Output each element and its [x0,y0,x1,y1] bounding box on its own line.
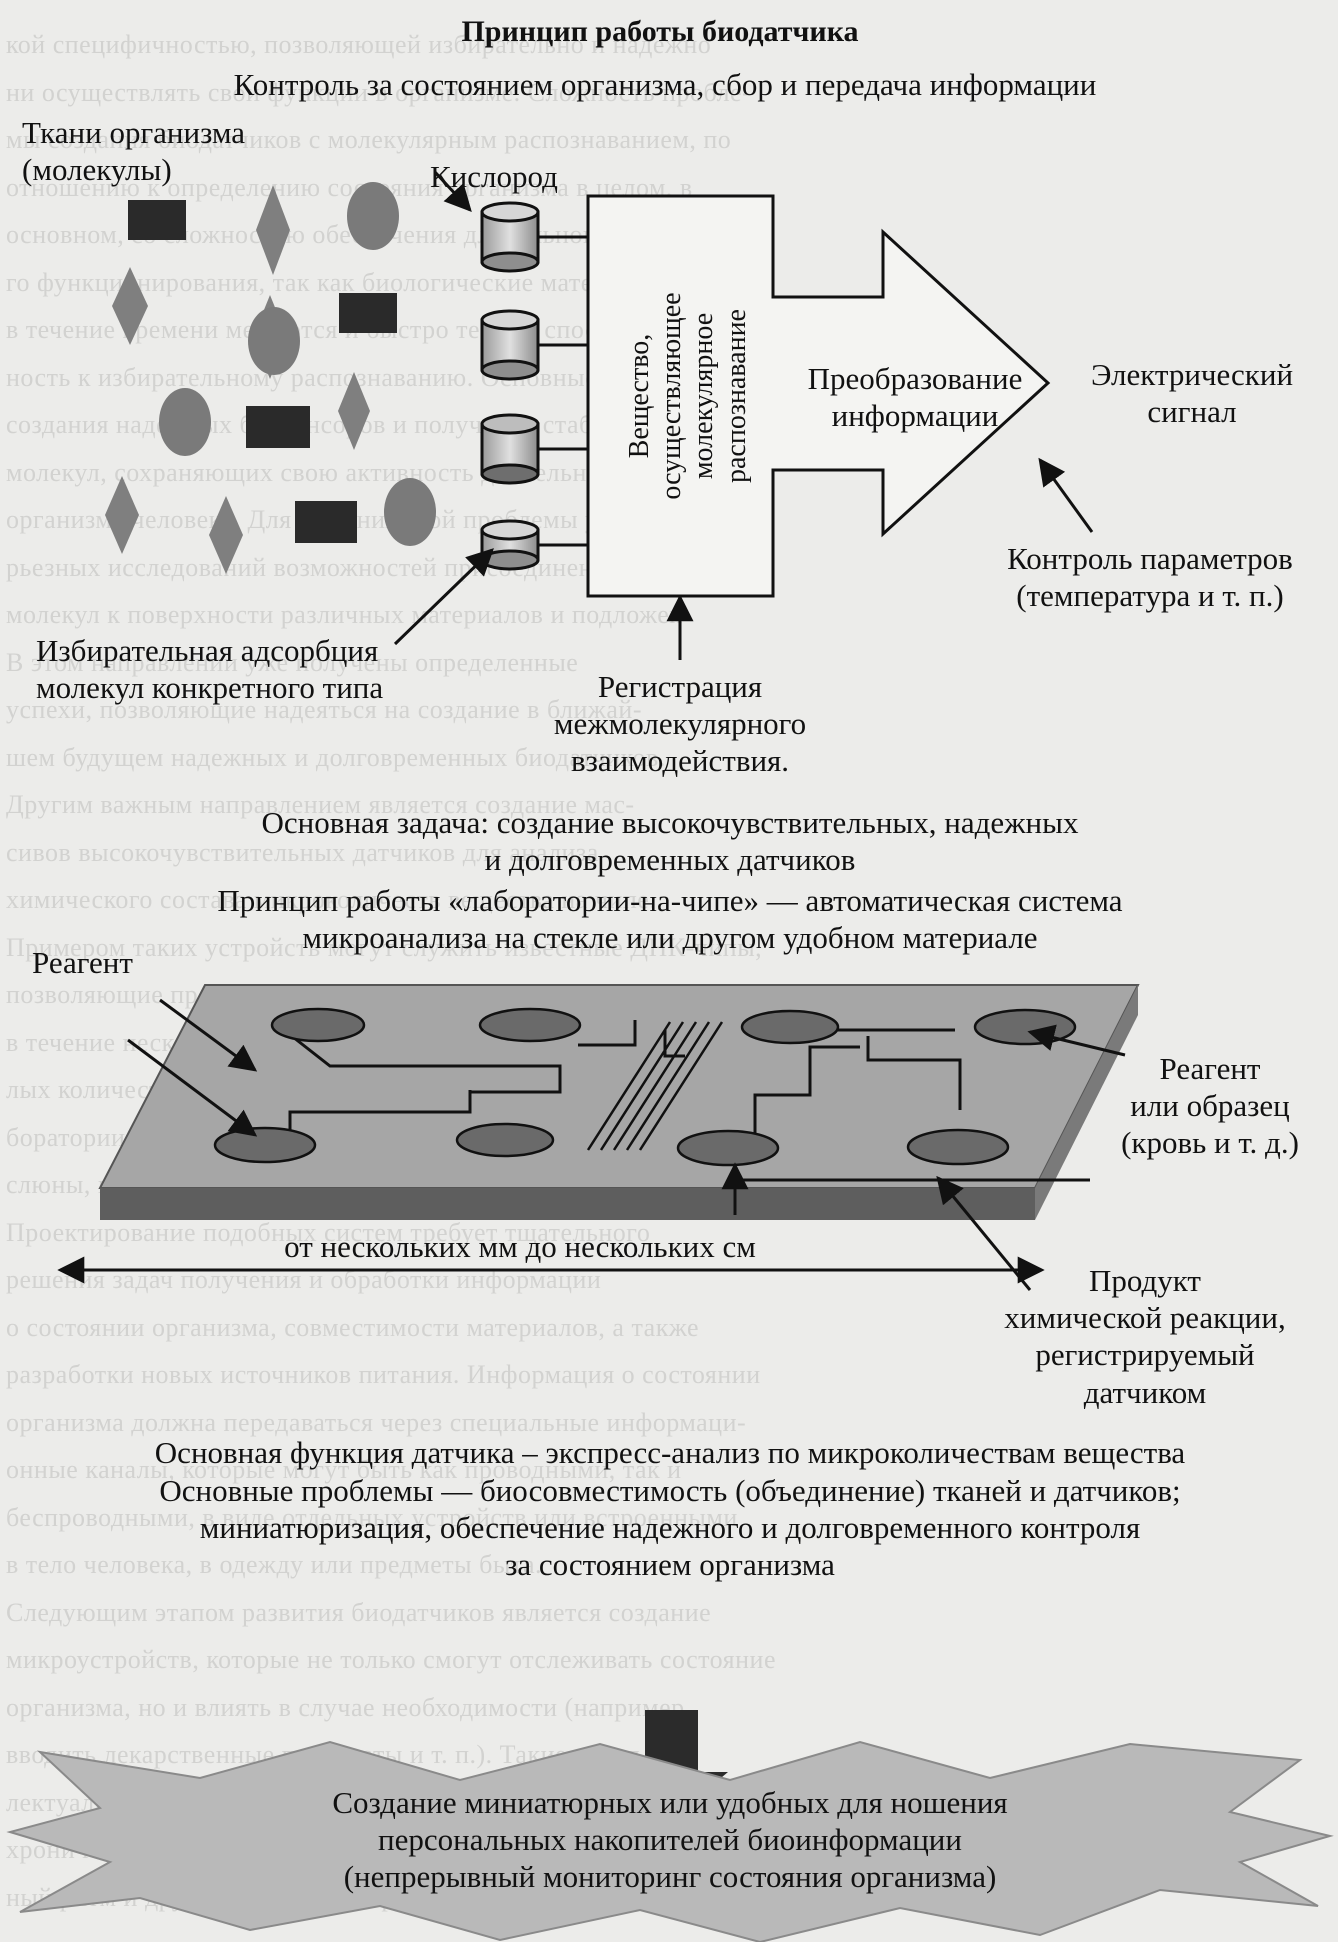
goal-starburst [6,1740,1334,1942]
chip-well [455,1122,555,1158]
background-text-line: сивов высокочувствительных датчиков для … [6,837,599,867]
oxygen-arrow [433,170,472,212]
conversion-label: Преобразование информации [807,361,1023,434]
chip-plate [98,984,1140,1220]
reaction-product-label: Продукт химической реакции, регистрируем… [1004,1263,1286,1410]
background-text-line: химического состава микроколичеств вещес… [6,885,657,914]
sensor-cylinders [480,201,588,571]
chip-well [270,1007,366,1043]
chip-well [906,1128,1010,1166]
background-text-line: онные каналы, которые могут быть как про… [6,1455,682,1484]
reagent-label: Реагент [32,945,133,980]
background-text-line: отношению к определению состояния органи… [6,172,693,202]
background-text-line: успехи, позволяющие надеяться на создани… [6,695,642,724]
molecule-oval [248,307,300,375]
chip-well [676,1129,780,1167]
electric-signal-label: Электрический сигнал [1090,357,1294,430]
selective-adsorption-label: Избирательная адсорбция молекул конкретн… [36,633,384,706]
background-text-line: Примером таких устройств могут служить и… [6,932,763,962]
molecule-diamond [209,496,243,574]
parameter-control-label: Контроль параметров (температура и т. п.… [1007,541,1293,614]
main-task-text: Основная задача: создание высокочувствит… [261,805,1079,878]
chip-well [213,1126,317,1164]
background-text-line: разработки новых источников питания. Инф… [6,1360,761,1389]
molecule-oval [159,388,211,456]
background-text-line: Проектирование подобных систем требует т… [6,1217,651,1247]
reagent-arrow [159,998,258,1072]
molecule-diamond [338,372,370,450]
biosensor-subtitle: Контроль за состоянием организма, сбор и… [233,67,1097,102]
molecule-rect [128,200,186,240]
molecule-rect [295,501,357,543]
background-text-line: микроустройств, которые не только смогут… [6,1645,776,1674]
sample-arrow [1027,1024,1126,1057]
reagent-arrow [127,1038,258,1137]
tissues-label: Ткани организма (молекулы) [22,115,246,188]
sample-label: Реагент или образец (кровь и т. д.) [1121,1051,1299,1161]
background-text-line: ни осуществлять свои функции в организме… [6,77,752,107]
adsorption-arrow [393,548,494,646]
chip-well [478,1007,582,1043]
main-problems-text: Основные проблемы — биосовместимость (об… [159,1473,1181,1583]
background-text-line: Другим важным направлением является созд… [6,790,635,819]
molecule-diamond [105,476,139,554]
background-text-line: организма, но и влиять в случае необходи… [6,1692,692,1722]
molecule-shapes [105,182,436,574]
recognition-block-arrow [586,194,1051,598]
biosensor-title: Принцип работы биодатчика [461,15,859,48]
oxygen-label: Кислород [430,159,558,194]
background-text-line: го функционирования, так как биологическ… [6,267,665,297]
molecule-oval [384,478,436,546]
background-text-line: кой специфичностью, позволяющей избирате… [6,30,712,59]
cylinder [480,413,540,485]
params-arrow [1038,457,1094,533]
lab-on-chip-title: Принцип работы «лаборатории-на-чипе» — а… [217,883,1123,956]
molecule-rect [246,406,310,448]
cylinder [480,309,540,381]
background-text-line: В этом направлении уже получены определе… [6,647,579,677]
main-function-text: Основная функция датчика – экспресс-анал… [154,1435,1186,1470]
goal-text: Создание миниатюрных или удобных для нош… [332,1785,1008,1895]
molecule-diamond [256,185,290,275]
arrows [393,170,1094,660]
registration-label: Регистрация межмолекулярного взаимодейст… [553,669,807,779]
molecule-oval [347,182,399,250]
background-text-line: организма должна передаваться через спец… [6,1407,747,1437]
cylinder [480,201,540,273]
background-text-line: молекул к поверхности различных материал… [6,600,683,629]
background-text-line: Следующим этапом развития биодатчиков яв… [6,1597,712,1627]
background-text-line: о состоянии организма, совместимости мат… [6,1312,699,1342]
background-text-line: беспроводными, в виде отдельных устройст… [6,1502,738,1532]
molecule-rect [339,293,397,333]
recognition-substance-label: Вещество, осуществляющее молекулярное ра… [624,292,752,500]
molecule-diamond [112,267,148,345]
size-label: от нескольких мм до нескольких см [284,1229,756,1264]
background-text-line: шем будущем надежных и долговременных би… [6,742,666,772]
chip-well [740,1009,840,1045]
cylinder [480,519,540,571]
background-text-line: мы создания биодатчиков с молекулярным р… [6,125,732,154]
background-text-line: в тело человека, в одежду или предметы б… [6,1550,543,1579]
